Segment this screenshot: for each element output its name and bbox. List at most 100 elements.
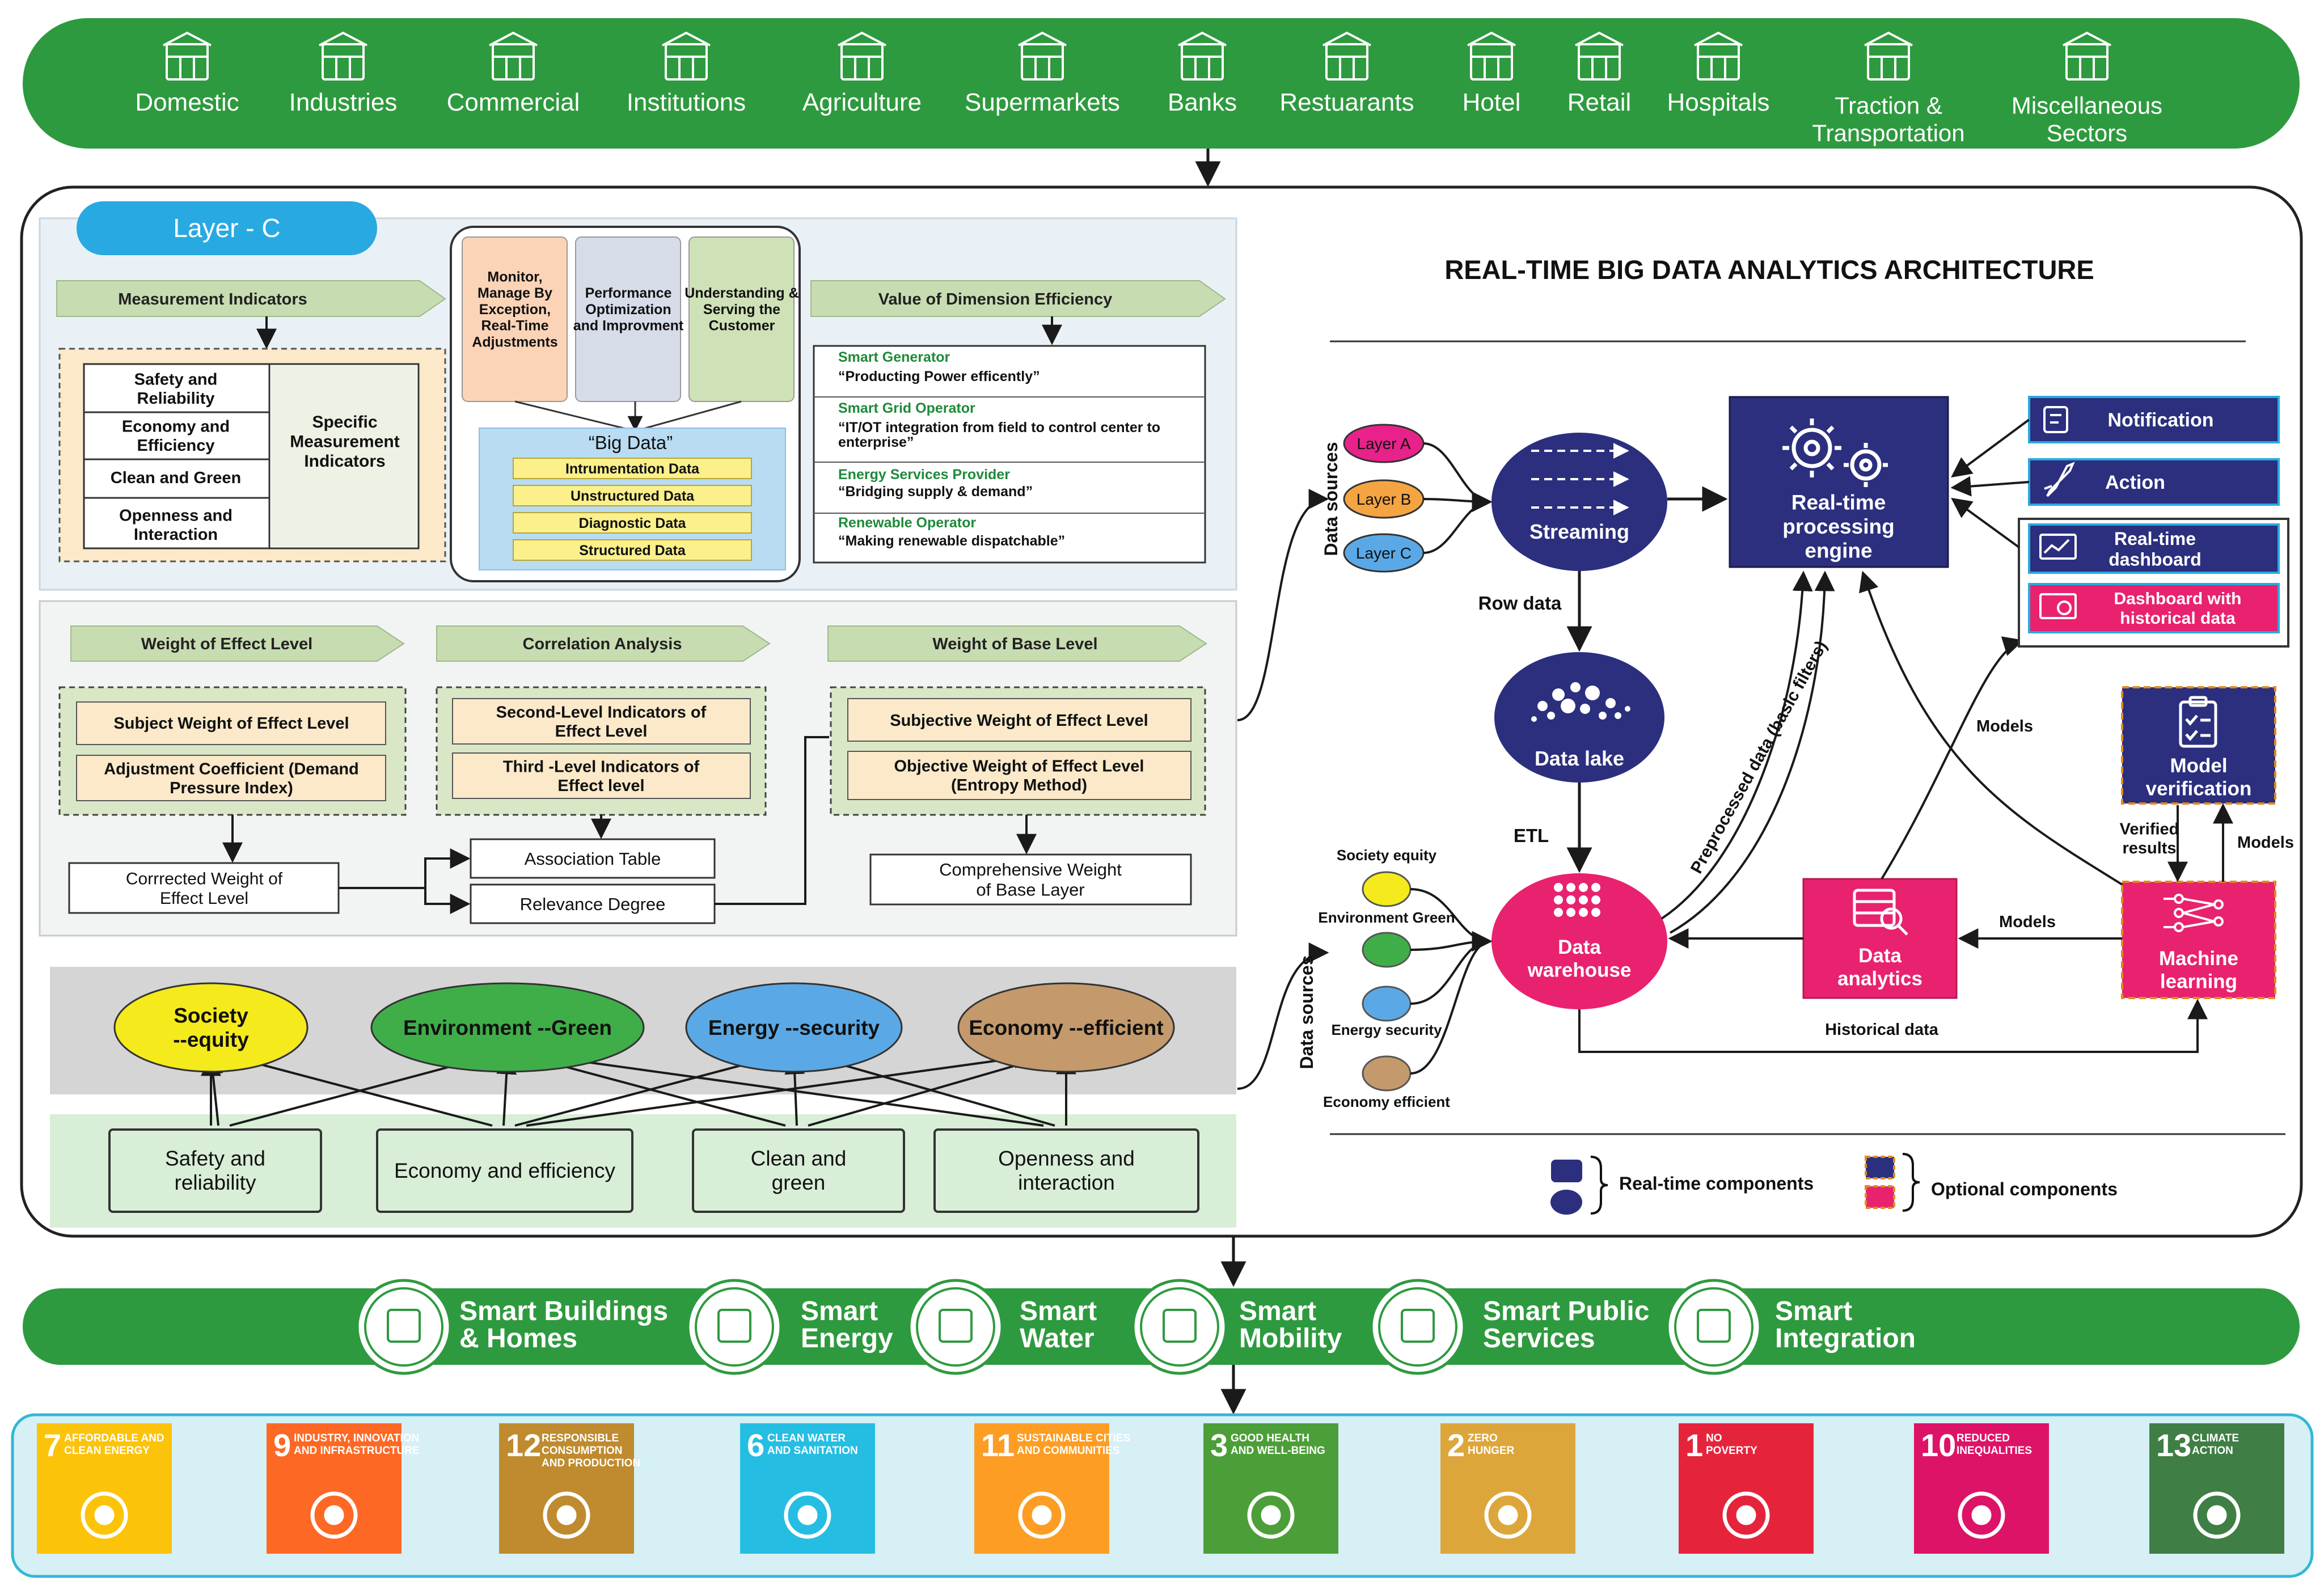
supermarket-icon bbox=[1018, 31, 1067, 81]
goal-box-label: Clean and bbox=[751, 1147, 847, 1170]
value-item-desc: “Producting Power efficently” bbox=[838, 369, 1040, 384]
measurement-item: Openness and bbox=[119, 506, 233, 525]
sdg-title: HUNGER bbox=[1468, 1445, 1515, 1457]
big-data-item-box bbox=[513, 485, 752, 506]
model-verification-label: verification bbox=[2146, 777, 2252, 800]
pillar-text: Performance bbox=[585, 285, 672, 301]
correlation-header: Correlation Analysis bbox=[523, 635, 682, 653]
base-item: (Entropy Method) bbox=[951, 776, 1087, 794]
pillar-text: Serving the bbox=[703, 302, 780, 318]
pillar-text: and Improvment bbox=[573, 318, 684, 334]
pillar-text: Monitor, bbox=[487, 269, 542, 285]
analytics-icon bbox=[1853, 889, 1908, 936]
measurement-item: Clean and Green bbox=[111, 469, 241, 487]
source-label: Economy efficient bbox=[1323, 1093, 1450, 1110]
smart-label: Smart bbox=[1775, 1296, 1852, 1326]
legend-realtime: Real-time components bbox=[1619, 1173, 1814, 1194]
dashboard-label: Real-time bbox=[2114, 528, 2196, 549]
sector-label: Miscellaneous bbox=[2012, 92, 2162, 119]
sector-label: Restuarants bbox=[1279, 88, 1414, 116]
measurement-item: Efficiency bbox=[137, 437, 215, 455]
transport-icon bbox=[1864, 31, 1913, 81]
layer-label: Layer A bbox=[1357, 435, 1411, 453]
goal-box-label: Openness and bbox=[998, 1147, 1135, 1170]
sun-icon bbox=[81, 1491, 128, 1539]
water-tap-icon bbox=[907, 1279, 1004, 1375]
house-solar-icon bbox=[163, 31, 212, 81]
sector-band: Domestic Industries Commercial Institutions… bbox=[23, 18, 2300, 149]
smart-label: Integration bbox=[1775, 1323, 1916, 1354]
goal-ellipse-label: Environment --Green bbox=[403, 1016, 612, 1039]
value-item-desc: “IT/OT integration from field to control… bbox=[838, 420, 1160, 435]
model-verification-label: Model bbox=[2170, 755, 2227, 777]
specific-indicators: Specific bbox=[312, 413, 377, 432]
sector-3: Institutions bbox=[627, 31, 746, 116]
weights-panel: Weight of Effect Level Correlation Analy… bbox=[39, 600, 1237, 937]
pillar-text: Adjustments bbox=[472, 334, 557, 350]
data-lake-label: Data lake bbox=[1535, 747, 1624, 770]
sector-label: Industries bbox=[289, 88, 398, 116]
measurement-item: Interaction bbox=[134, 526, 218, 544]
smart-label: & Homes bbox=[459, 1323, 577, 1354]
equality-icon bbox=[1958, 1491, 2005, 1539]
analytics-label: Data bbox=[1858, 945, 1902, 967]
warehouse-label: warehouse bbox=[1527, 959, 1632, 981]
warehouse-label: Data bbox=[1558, 936, 1601, 958]
sector-label: Sectors bbox=[2047, 120, 2127, 146]
gear-leaf-icon bbox=[2063, 31, 2111, 81]
sdg-title: INEQUALITIES bbox=[1957, 1445, 2032, 1457]
arch-title: REAL-TIME BIG DATA ANALYTICS ARCHITECTUR… bbox=[1444, 255, 2094, 285]
data-lake-icon bbox=[1531, 682, 1630, 722]
pillar-text: Manage By bbox=[478, 285, 552, 301]
eye-globe-icon bbox=[2193, 1491, 2241, 1539]
value-item-desc: “Bridging supply & demand” bbox=[838, 484, 1033, 500]
base-item: Objective Weight of Effect Level bbox=[894, 757, 1144, 775]
smart-label: Smart bbox=[801, 1296, 878, 1326]
big-data-item: Intrumentation Data bbox=[565, 461, 700, 477]
value-item-title: Smart Generator bbox=[838, 349, 950, 365]
sdg-title: CLIMATE bbox=[2192, 1432, 2239, 1444]
sdg-title: ACTION bbox=[2192, 1445, 2233, 1457]
infinity-icon bbox=[543, 1491, 590, 1539]
correlation-item: Third -Level Indicators of bbox=[503, 758, 700, 776]
sdg-title: AND SANITATION bbox=[767, 1445, 858, 1457]
ml-label: learning bbox=[2160, 970, 2237, 992]
goal-ellipse bbox=[685, 982, 903, 1073]
source-dot bbox=[1362, 871, 1412, 907]
streaming-label: Streaming bbox=[1529, 520, 1629, 543]
sector-label: Retail bbox=[1567, 88, 1632, 116]
sector-label: Supermarkets bbox=[965, 88, 1120, 116]
goal-box bbox=[376, 1128, 633, 1213]
verified-results-label: results bbox=[2122, 839, 2176, 857]
effect-item: Pressure Index) bbox=[170, 779, 293, 797]
value-header: Value of Dimension Efficiency bbox=[878, 290, 1113, 308]
pillar-text: Understanding & bbox=[684, 285, 798, 301]
building-icon bbox=[489, 31, 538, 81]
sector-6: Banks bbox=[1168, 31, 1237, 116]
historical-dashboard-label: Dashboard with bbox=[2114, 589, 2241, 608]
sector-2: Commercial bbox=[447, 31, 580, 116]
smart-label: Services bbox=[1483, 1323, 1595, 1354]
effect-header: Weight of Effect Level bbox=[141, 635, 312, 653]
big-data-item: Unstructured Data bbox=[571, 488, 695, 504]
goal-box bbox=[692, 1128, 905, 1213]
layer-label: Layer C bbox=[1356, 544, 1412, 562]
sdg-title: CLEAN WATER bbox=[767, 1432, 846, 1444]
pillar-text: Exception, bbox=[479, 302, 551, 318]
goal-box-label: reliability bbox=[175, 1171, 256, 1194]
sector-label: Domestic bbox=[135, 88, 239, 116]
goal-ellipse bbox=[113, 982, 309, 1073]
goal-box-label: interaction bbox=[1018, 1171, 1115, 1194]
rocket-icon bbox=[2044, 462, 2075, 497]
sdg-title: AFFORDABLE AND bbox=[64, 1432, 164, 1444]
data-sources-label: Data sources bbox=[1321, 442, 1341, 556]
big-data-item: Diagnostic Data bbox=[579, 515, 687, 531]
pillar-text: Optimization bbox=[585, 302, 671, 318]
